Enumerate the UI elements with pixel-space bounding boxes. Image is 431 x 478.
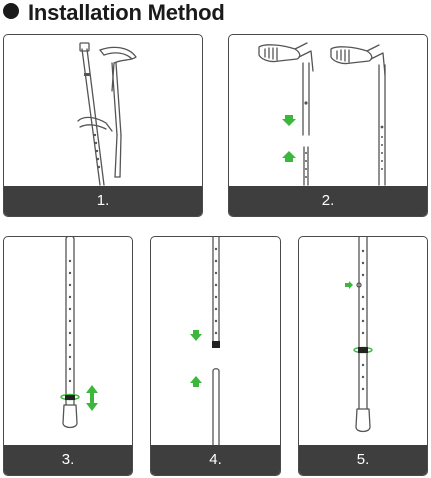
step-3-label: 3. [4,445,132,475]
arrow-up-icon [190,376,202,387]
step-3-panel: 3. [3,236,133,476]
step-1-label: 1. [4,186,202,216]
crutch-illustration [77,42,137,186]
double-arrow-icon [86,385,98,411]
bullet-dot-icon [3,3,19,19]
page-title: Installation Method [28,0,225,25]
tube-join-illustration [190,237,220,446]
page-header: Installation Method [0,0,431,28]
arrow-right-icon [345,281,353,289]
leg-tip-illustration [60,237,98,429]
step-5-label: 5. [299,445,427,475]
arrow-down-icon [190,330,202,341]
arrow-down-icon [282,115,296,126]
step-2-panel: 2. [228,34,428,217]
assembled-leg-illustration [345,237,373,433]
arrow-up-icon [282,151,296,162]
step-4-label: 4. [151,445,280,475]
step-4-panel: 4. [150,236,281,476]
handle-illustration [258,42,386,186]
step-1-panel: 1. [3,34,203,217]
step-2-label: 2. [229,186,427,216]
step-5-panel: 5. [298,236,428,476]
